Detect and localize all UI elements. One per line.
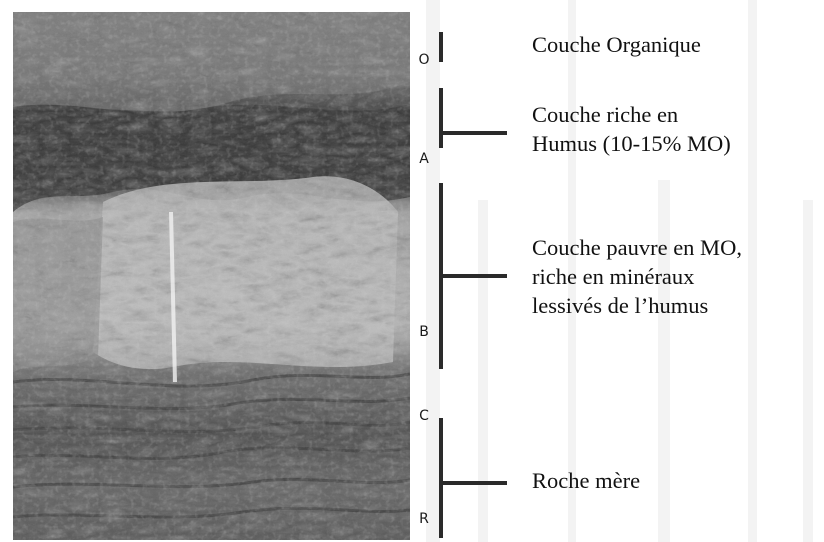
- description-B: Couche pauvre en MO, riche en minéraux l…: [532, 233, 742, 320]
- horizon-letter-O: O: [414, 52, 434, 68]
- description-B-line-1: Couche pauvre en MO,: [532, 233, 742, 262]
- connector-B: [443, 274, 507, 278]
- bracket-O: [439, 32, 443, 62]
- description-R-line-1: Roche mère: [532, 466, 640, 495]
- description-B-line-2: riche en minéraux: [532, 262, 742, 291]
- description-B-line-3: lessivés de l’humus: [532, 291, 742, 320]
- bracket-CR: [439, 418, 443, 538]
- description-A-line-2: Humus (10-15% MO): [532, 129, 731, 158]
- connector-A: [443, 131, 507, 135]
- horizon-letter-A: A: [414, 151, 434, 167]
- description-A-line-1: Couche riche en: [532, 100, 731, 129]
- horizon-letter-C: C: [414, 408, 434, 424]
- horizon-letter-B: B: [414, 324, 434, 340]
- description-O-line-1: Couche Organique: [532, 30, 701, 59]
- bracket-A: [439, 88, 443, 148]
- description-A: Couche riche en Humus (10-15% MO): [532, 100, 731, 158]
- bracket-B: [439, 183, 443, 369]
- horizon-letter-R: R: [414, 511, 434, 527]
- description-R: Roche mère: [532, 466, 640, 495]
- description-O: Couche Organique: [532, 30, 701, 59]
- connector-R: [443, 481, 507, 485]
